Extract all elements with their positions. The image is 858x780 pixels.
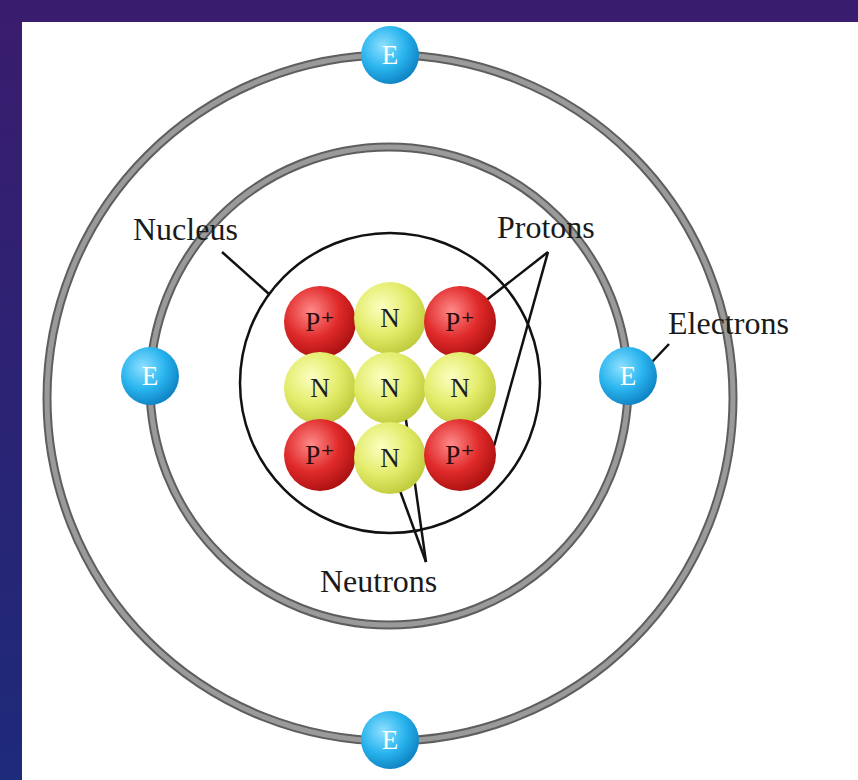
electron-circle: E — [598, 346, 658, 406]
electron-letter: E — [382, 725, 399, 756]
proton-disc — [284, 286, 356, 358]
proton-disc — [424, 419, 496, 491]
proton-circle: P⁺ — [423, 418, 497, 492]
outer-orbit — [47, 55, 733, 741]
electron-circle: E — [360, 25, 420, 85]
text-holder: N — [423, 351, 497, 425]
proton-letter: P⁺ — [305, 306, 334, 338]
neutron-circle: N — [353, 281, 427, 355]
nucleus-outline — [240, 233, 540, 533]
text-holder: N — [283, 351, 357, 425]
proton-letter: P⁺ — [445, 306, 474, 338]
neutron-letter: N — [380, 443, 400, 474]
neutron-letter: N — [380, 373, 400, 404]
text-holder: P⁺ — [423, 418, 497, 492]
text-holder: P⁺ — [423, 285, 497, 359]
text-holder: P⁺ — [283, 418, 357, 492]
electron-disc — [361, 26, 419, 84]
text-holder: E — [360, 25, 420, 85]
electron-letter: E — [142, 361, 159, 392]
leader-line — [222, 252, 269, 294]
proton-disc — [284, 419, 356, 491]
electron-circle: E — [120, 346, 180, 406]
neutron-disc — [354, 282, 426, 354]
proton-circle: P⁺ — [423, 285, 497, 359]
neutron-letter: N — [450, 373, 470, 404]
electron-circle: E — [360, 710, 420, 770]
electron-disc — [121, 347, 179, 405]
neutron-disc — [354, 422, 426, 494]
neutron-circle: N — [353, 351, 427, 425]
neutron-circle: N — [353, 421, 427, 495]
neutron-disc — [424, 352, 496, 424]
electron-letter: E — [382, 40, 399, 71]
part-label: Neutrons — [320, 564, 437, 599]
electron-disc — [599, 347, 657, 405]
text-holder: N — [353, 351, 427, 425]
proton-disc — [424, 286, 496, 358]
proton-circle: P⁺ — [283, 418, 357, 492]
part-label: Electrons — [668, 306, 789, 341]
neutron-circle: N — [283, 351, 357, 425]
text-holder: N — [353, 281, 427, 355]
neutron-disc — [354, 352, 426, 424]
part-label: Nucleus — [133, 212, 238, 247]
leader-line — [484, 252, 548, 302]
proton-letter: P⁺ — [305, 439, 334, 471]
proton-letter: P⁺ — [445, 439, 474, 471]
electron-disc — [361, 711, 419, 769]
leader-line — [494, 252, 548, 446]
neutron-circle: N — [423, 351, 497, 425]
text-holder: E — [360, 710, 420, 770]
part-label: Protons — [497, 210, 595, 245]
text-holder: P⁺ — [283, 285, 357, 359]
electron-letter: E — [620, 361, 637, 392]
panel — [22, 22, 858, 780]
text-holder: N — [353, 421, 427, 495]
neutron-letter: N — [380, 303, 400, 334]
text-holder: E — [120, 346, 180, 406]
neutron-disc — [284, 352, 356, 424]
text-holder: E — [598, 346, 658, 406]
outer-orbit-core — [47, 55, 733, 741]
proton-circle: P⁺ — [283, 285, 357, 359]
neutron-letter: N — [310, 373, 330, 404]
leader-line — [652, 344, 669, 362]
leader-line — [399, 488, 426, 562]
